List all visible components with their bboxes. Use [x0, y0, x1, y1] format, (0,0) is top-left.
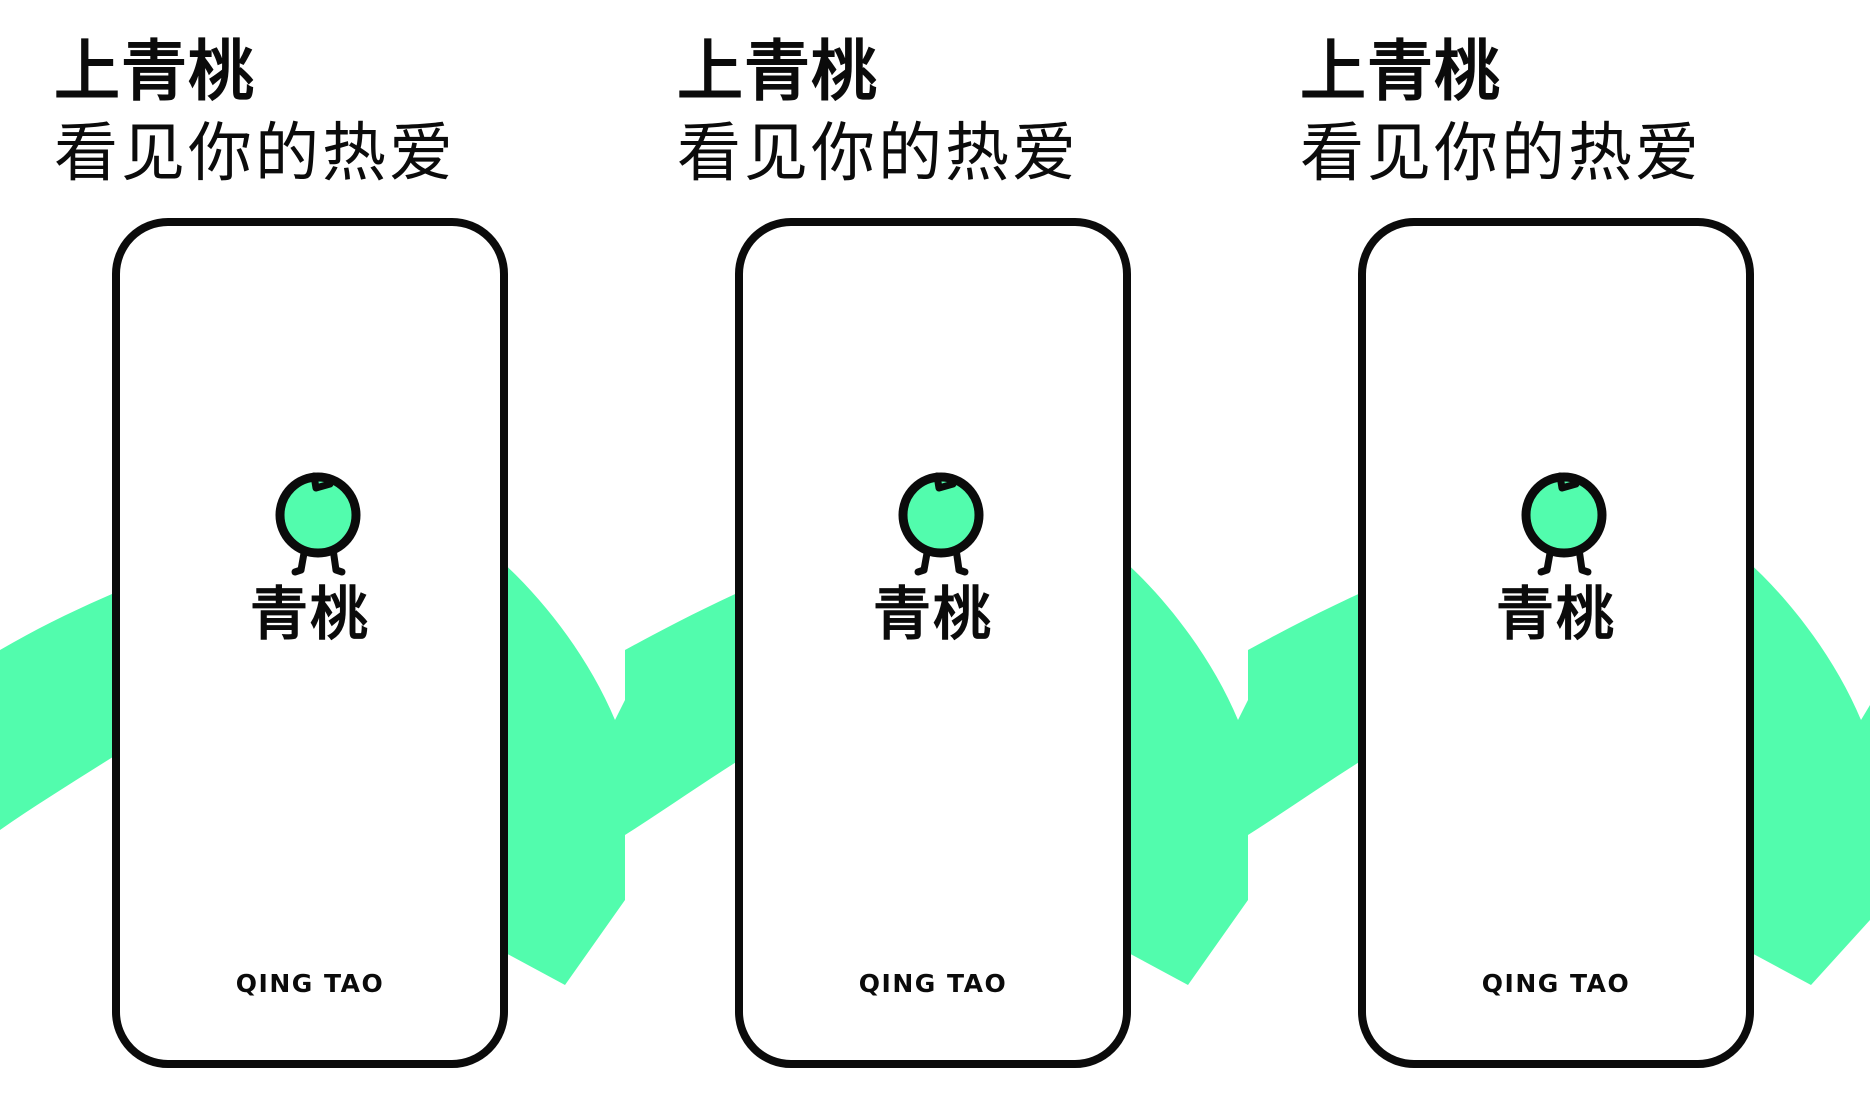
brand-latin-name: QING TAO	[1481, 969, 1631, 998]
promo-panel-2: 上青桃 看见你的热爱 青桃 QING TAO	[663, 0, 1223, 1108]
brand-latin-name: QING TAO	[235, 969, 385, 998]
phone-mockup: 青桃 QING TAO	[1358, 218, 1754, 1068]
peach-mascot-icon	[898, 472, 984, 576]
headline: 上青桃	[677, 33, 878, 110]
headline: 上青桃	[54, 33, 255, 110]
subline: 看见你的热爱	[54, 117, 456, 191]
promo-panel-1: 上青桃 看见你的热爱 青桃 QING TAO	[40, 0, 600, 1108]
peach-mascot-icon	[1521, 472, 1607, 576]
brand-name: 青桃	[249, 580, 370, 648]
phone-mockup: 青桃 QING TAO	[112, 218, 508, 1068]
brand-latin-name: QING TAO	[858, 969, 1008, 998]
headline: 上青桃	[1300, 33, 1501, 110]
subline: 看见你的热爱	[1300, 117, 1702, 191]
promo-panel-3: 上青桃 看见你的热爱 青桃 QING TAO	[1286, 0, 1846, 1108]
brand-name: 青桃	[1495, 580, 1616, 648]
peach-mascot-icon	[275, 472, 361, 576]
subline: 看见你的热爱	[677, 117, 1079, 191]
brand-name: 青桃	[872, 580, 993, 648]
phone-mockup: 青桃 QING TAO	[735, 218, 1131, 1068]
